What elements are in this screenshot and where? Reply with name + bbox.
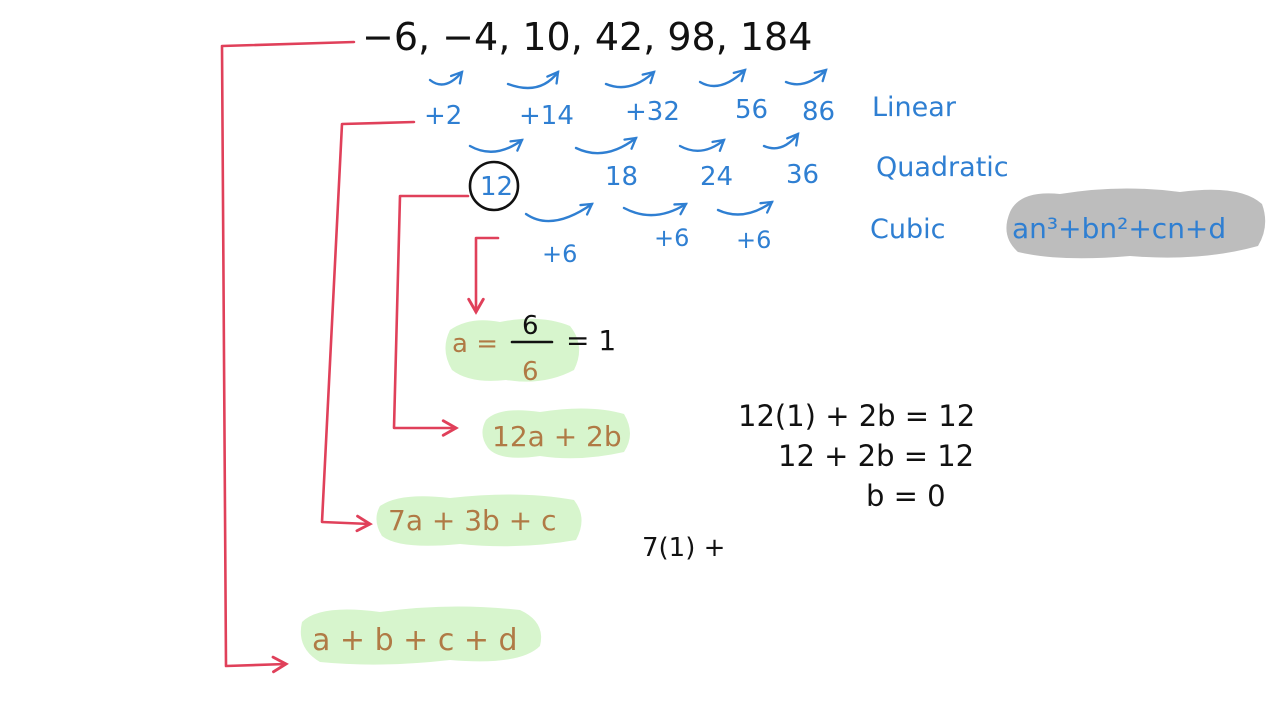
equation-a-highlight [445,318,580,382]
linear-difference-value: +14 [519,101,574,131]
cubic-difference-value: +6 [654,224,689,252]
quadratic-label: Quadratic [876,152,1009,183]
cubic-difference-value: +6 [736,226,771,254]
red-arrow-to-third-equation [320,120,416,533]
working-steps: 12(1) + 2b = 12 12 + 2b = 12 b = 0 7(1) … [642,399,975,563]
cubic-difference-arrows [524,200,774,223]
equation-third-highlight [376,494,582,547]
quadratic-difference-arrows [468,132,800,155]
equation-a: a = 6 6 = 1 [445,311,616,387]
general-form-text: an³+bn²+cn+d [1012,212,1226,245]
curved-arrow-icon [784,68,828,86]
working-line-2: 12 + 2b = 12 [778,439,974,473]
working-line-1: 12(1) + 2b = 12 [738,399,975,433]
equation-third-text: 7a + 3b + c [388,504,556,537]
red-arrow-to-a [467,236,500,315]
linear-difference-value: 86 [802,97,835,127]
curved-arrow-icon [524,202,594,223]
curved-arrow-icon [698,68,747,88]
equation-second: 12a + 2b [482,408,630,459]
equation-third: 7a + 3b + c [376,494,582,547]
linear-differences-row: +2 +14 +32 56 86 [424,95,835,131]
cubic-label: Cubic [870,214,945,245]
equation-fourth-highlight [300,606,542,665]
equation-second-text: 12a + 2b [492,420,622,453]
equation-a-denominator: 6 [522,357,539,387]
linear-difference-value: 56 [735,95,768,125]
red-arrow-to-second-equation [392,194,470,437]
curved-arrow-icon [622,202,688,217]
equation-fourth-text: a + b + c + d [312,623,518,658]
linear-label: Linear [872,92,957,123]
curved-arrow-icon [604,70,656,89]
quadratic-first-value: 12 [480,172,513,202]
curved-arrow-icon [428,70,464,86]
circled-first-difference [468,160,520,212]
cubic-differences-row: +6 +6 +6 [542,224,771,268]
linear-difference-value: +32 [625,97,680,127]
quadratic-difference-value: 18 [605,162,638,192]
working-line-4: 7(1) + [642,533,725,563]
equation-a-rhs: = 1 [566,324,616,357]
curved-arrow-icon [716,200,774,216]
equation-a-numerator: 6 [522,311,539,341]
curved-arrow-icon [762,132,800,150]
quadratic-difference-value: 36 [786,160,819,190]
equation-fourth: a + b + c + d [300,606,542,665]
sequence-text: −6, −4, 10, 42, 98, 184 [362,15,812,59]
cubic-difference-value: +6 [542,240,577,268]
quadratic-differences-row: 12 18 24 36 [468,160,819,212]
working-line-3: b = 0 [866,479,946,513]
curved-arrow-icon [574,136,638,155]
equation-second-highlight [482,408,630,459]
linear-difference-arrows [428,68,828,90]
curved-arrow-icon [678,138,726,152]
linear-difference-value: +2 [424,101,462,131]
red-arrow-to-fourth-equation [220,40,356,674]
curved-arrow-icon [506,70,560,90]
quadratic-difference-value: 24 [700,162,733,192]
general-form-highlight [1006,188,1266,259]
equation-a-lhs: a = [452,329,498,359]
curved-arrow-icon [468,138,524,153]
